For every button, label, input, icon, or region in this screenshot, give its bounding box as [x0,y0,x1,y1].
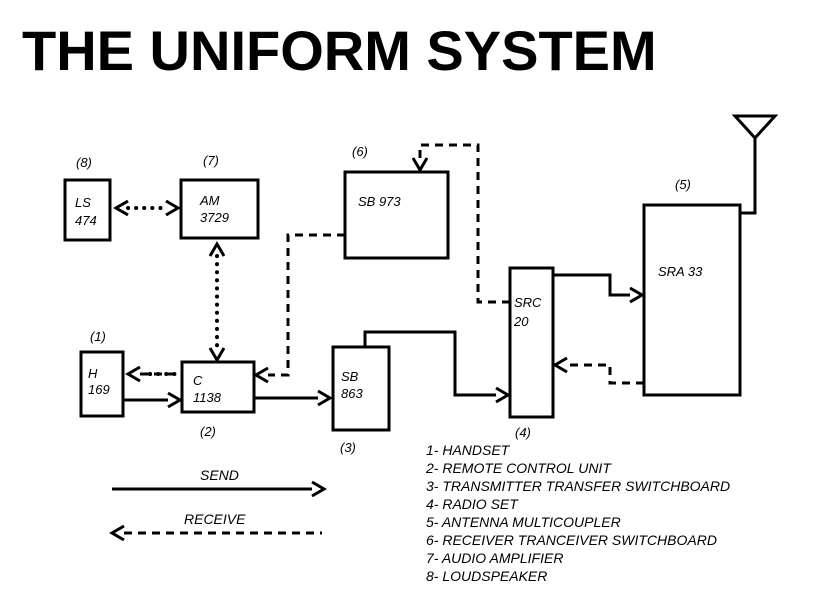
diagram-title: THE UNIFORM SYSTEM [22,19,657,82]
am-line1: AM [199,193,220,208]
h-line1: H [88,366,98,381]
h-number: (1) [90,329,106,344]
c-line1: C [193,373,203,388]
c-line2: 1138 [193,390,222,405]
sra-line1: SRA 33 [658,264,703,279]
h-line2: 169 [88,382,110,397]
sb863-line1: SB [341,369,359,384]
legend-item: 7- AUDIO AMPLIFIER [426,550,563,566]
legend-item: 3- TRANSMITTER TRANSFER SWITCHBOARD [426,478,730,494]
connection-h-c [123,365,183,409]
box-receiver-switchboard [343,170,450,260]
legend-item: 2- REMOTE CONTROL UNIT [425,460,612,476]
box-transmitter-switchboard [331,345,391,432]
src-number: (4) [515,425,531,440]
connection-ls-am [113,199,181,217]
connection-sra-src [552,356,644,385]
sra-number: (5) [675,177,691,192]
box-radio-set [508,266,555,419]
box-audio-amplifier [179,178,260,240]
legend-item: 4- RADIO SET [426,496,519,512]
legend-item: 1- HANDSET [426,442,511,458]
box-loudspeaker [63,178,112,242]
sb973-line1: SB 973 [358,194,401,209]
am-number: (7) [203,153,219,168]
connection-src-sra [553,273,645,304]
connection-src-sb973 [411,143,510,304]
box-handset [79,350,125,418]
src-line2: 20 [513,314,529,329]
legend-item: 8- LOUDSPEAKER [426,568,547,584]
src-line1: SRC [514,295,542,310]
ls-line1: LS [75,195,91,210]
legend-receive-line [109,524,322,542]
sb973-number: (6) [352,144,368,159]
legend-send-label: SEND [200,467,239,483]
connection-sb973-c [253,233,345,384]
legend-receive-label: RECEIVE [184,511,246,527]
box-antenna-multicoupler [642,203,742,397]
sb863-line2: 863 [341,386,363,401]
ls-line2: 474 [75,213,97,228]
sb863-number: (3) [340,440,356,455]
antenna-icon [731,114,779,215]
connection-sb863-src [363,330,511,404]
legend-send-line [112,480,327,498]
legend-list: 1- HANDSET 2- REMOTE CONTROL UNIT 3- TRA… [425,442,730,584]
legend-item: 5- ANTENNA MULTICOUPLER [426,514,621,530]
box-remote-control-unit [180,360,256,414]
am-line2: 3729 [200,210,229,225]
connection-c-sb863 [254,389,333,407]
ls-number: (8) [76,155,92,170]
connection-am-c [208,241,226,363]
legend-item: 6- RECEIVER TRANCEIVER SWITCHBOARD [426,532,717,548]
c-number: (2) [200,424,216,439]
